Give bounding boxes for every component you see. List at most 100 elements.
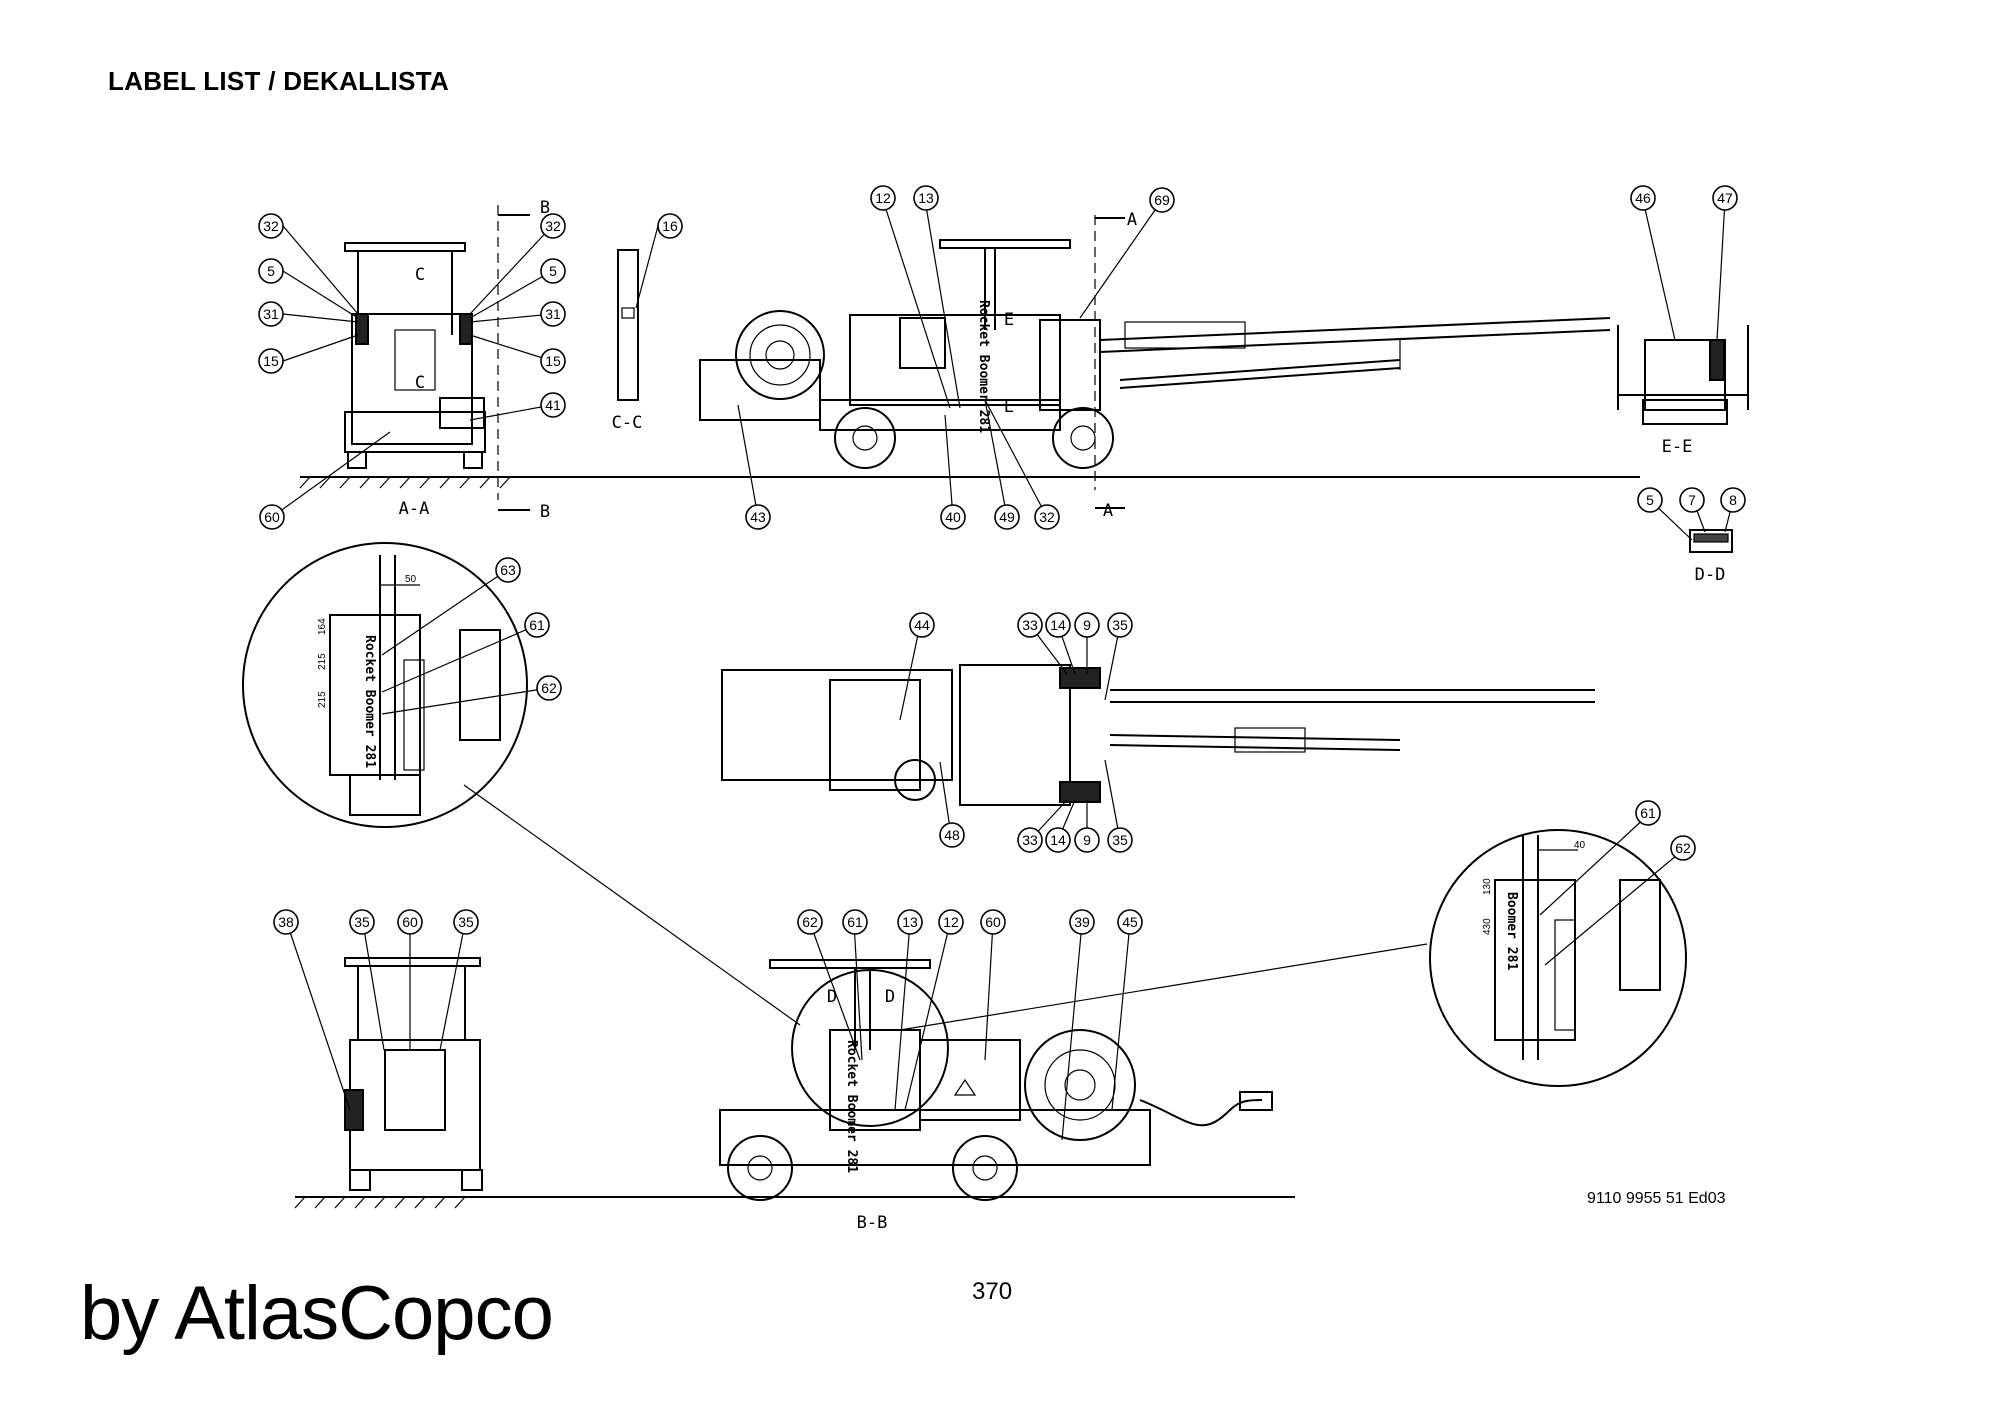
label-bubble: 61 <box>842 909 868 935</box>
section-d-left: D <box>827 987 837 1007</box>
svg-text:60: 60 <box>264 509 280 525</box>
label-bubble: 45 <box>1117 909 1143 935</box>
label-bubble: 44 <box>909 612 935 638</box>
label-bubble: 60 <box>980 909 1006 935</box>
label-bubble: 32 <box>1034 504 1060 530</box>
label-bubble: 12 <box>870 185 896 211</box>
svg-text:5: 5 <box>1646 492 1654 508</box>
svg-text:130: 130 <box>1482 878 1493 895</box>
svg-text:33: 33 <box>1022 832 1038 848</box>
svg-text:47: 47 <box>1717 190 1733 206</box>
svg-text:69: 69 <box>1154 192 1170 208</box>
label-bubble: 47 <box>1712 185 1738 211</box>
label-bubble: 9 <box>1074 827 1100 853</box>
svg-text:14: 14 <box>1050 832 1066 848</box>
svg-text:48: 48 <box>944 827 960 843</box>
svg-text:31: 31 <box>263 306 279 322</box>
section-b-bottom: B <box>540 502 550 522</box>
bubble-group-plan: 44 33 14 9 35 48 33 14 9 35 <box>909 612 1133 853</box>
label-bubble: 7 <box>1679 487 1705 513</box>
label-bubble: 41 <box>540 392 566 418</box>
svg-text:61: 61 <box>529 617 545 633</box>
label-bubble: 48 <box>939 822 965 848</box>
view-dd: D-D <box>1649 499 1734 585</box>
svg-text:61: 61 <box>847 914 863 930</box>
view-label-cc: C-C <box>612 413 643 433</box>
svg-text:35: 35 <box>354 914 370 930</box>
label-bubble: 5 <box>540 258 566 284</box>
label-bubble: 35 <box>349 909 375 935</box>
svg-text:44: 44 <box>914 617 930 633</box>
view-bb: D D Rocket Boomer 281 B-B <box>719 922 1273 1233</box>
view-label-ee: E-E <box>1662 437 1693 457</box>
svg-text:35: 35 <box>1112 832 1128 848</box>
label-bubble: 35 <box>1107 827 1133 853</box>
bubble-group-aa: 32 5 31 15 32 5 31 15 41 60 <box>258 213 566 530</box>
label-bubble: 32 <box>540 213 566 239</box>
label-bubble: 40 <box>940 504 966 530</box>
label-bubble: 13 <box>913 185 939 211</box>
svg-text:50: 50 <box>405 574 417 585</box>
machine-label-detail-left: Rocket Boomer 281 <box>362 635 377 768</box>
label-bubble: 14 <box>1045 612 1071 638</box>
label-bubble: 15 <box>258 348 284 374</box>
page-title: LABEL LIST / DEKALLISTA <box>108 66 450 96</box>
svg-text:215: 215 <box>317 653 328 670</box>
section-b-top: B <box>540 198 550 218</box>
svg-text:35: 35 <box>458 914 474 930</box>
section-e-bottom: E <box>1004 397 1014 417</box>
svg-text:5: 5 <box>549 263 557 279</box>
machine-label-bb: Rocket Boomer 281 <box>844 1040 859 1173</box>
machine-label-side: Rocket Boomer 281 <box>976 300 991 433</box>
svg-text:7: 7 <box>1688 492 1696 508</box>
label-bubble: 12 <box>938 909 964 935</box>
label-bubble: 62 <box>1670 835 1696 861</box>
label-bubble: 16 <box>657 213 683 239</box>
label-bubble: 39 <box>1069 909 1095 935</box>
svg-text:38: 38 <box>278 914 294 930</box>
section-a-bottom: A <box>1103 501 1113 521</box>
svg-text:39: 39 <box>1074 914 1090 930</box>
svg-text:14: 14 <box>1050 617 1066 633</box>
label-bubble: 9 <box>1074 612 1100 638</box>
label-bubble: 31 <box>258 301 284 327</box>
label-bubble: 38 <box>273 909 299 935</box>
label-bubble: 35 <box>453 909 479 935</box>
label-bubble: 61 <box>1635 800 1661 826</box>
label-bubble: 69 <box>1149 187 1175 213</box>
svg-text:12: 12 <box>875 190 891 206</box>
svg-text:62: 62 <box>802 914 818 930</box>
svg-text:215: 215 <box>317 691 328 708</box>
svg-text:63: 63 <box>500 562 516 578</box>
view-aa-front: B B C C A-A <box>299 198 1640 522</box>
section-e-top: E <box>1004 310 1014 330</box>
section-c-bottom: C <box>415 373 425 393</box>
view-plan <box>721 624 1595 841</box>
label-bubble: 49 <box>994 504 1020 530</box>
svg-text:49: 49 <box>999 509 1015 525</box>
label-bubble: 15 <box>540 348 566 374</box>
view-label-dd: D-D <box>1695 565 1726 585</box>
label-bubble: 8 <box>1720 487 1746 513</box>
svg-text:43: 43 <box>750 509 766 525</box>
svg-text:62: 62 <box>1675 840 1691 856</box>
label-bubble: 5 <box>258 258 284 284</box>
svg-text:45: 45 <box>1122 914 1138 930</box>
svg-text:430: 430 <box>1482 918 1493 935</box>
svg-text:40: 40 <box>1574 840 1586 851</box>
svg-text:41: 41 <box>545 397 561 413</box>
view-ee: E-E <box>1617 199 1749 457</box>
label-bubble: 62 <box>536 675 562 701</box>
label-bubble: 46 <box>1630 185 1656 211</box>
svg-text:61: 61 <box>1640 805 1656 821</box>
bubble-group-bb: 62 61 13 12 60 39 45 <box>797 909 1143 935</box>
svg-text:32: 32 <box>545 218 561 234</box>
view-label-aa: A-A <box>399 499 430 519</box>
label-bubble: 63 <box>495 557 521 583</box>
label-bubble: 33 <box>1017 612 1043 638</box>
view-side-top: A A E E Rocket Boomer 281 <box>699 210 1611 521</box>
svg-text:9: 9 <box>1083 617 1091 633</box>
svg-text:12: 12 <box>943 914 959 930</box>
